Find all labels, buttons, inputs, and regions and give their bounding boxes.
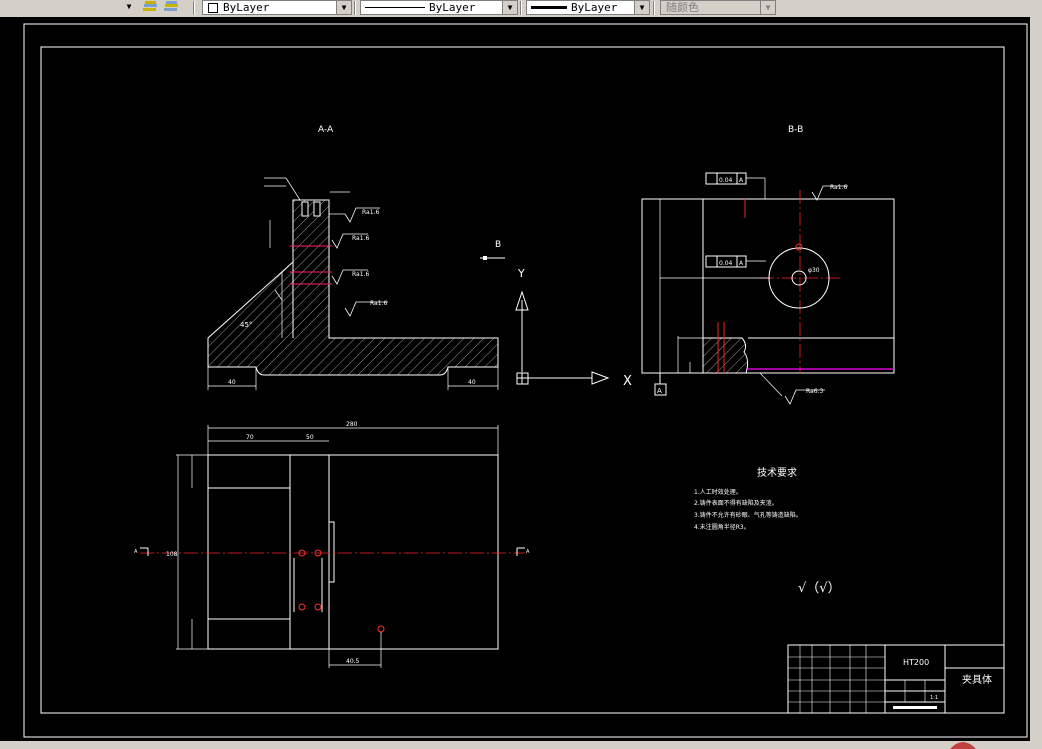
surface-symbol-other: √（√） <box>798 581 841 596</box>
section-bb-outline <box>641 198 895 374</box>
view-marker-a-left: A <box>134 549 138 555</box>
roughness-bb: Ra1.6 <box>830 184 847 191</box>
tech-item-4: 4.未注圆角半径R3。 <box>694 523 750 531</box>
dim-70: 70 <box>246 434 254 441</box>
toolbar-separator <box>520 1 522 15</box>
roughness-bb-bottom: Ra6.3 <box>806 388 823 395</box>
dim-40-left: 40 <box>228 379 236 386</box>
linetype-preview-icon <box>365 7 425 8</box>
linetype-control-combo[interactable]: ByLayer ▼ <box>360 0 518 15</box>
title-material: HT200 <box>903 658 929 667</box>
tech-title: 技术要求 <box>757 466 797 479</box>
section-aa-view: 40 40 45° Ra1.6 Ra1.6 Ra1.6 Ra1.6 <box>207 177 499 390</box>
title-scale: 1:1 <box>930 695 938 701</box>
section-bb-label: B-B <box>788 125 803 135</box>
tolerance-frame-1 <box>705 172 747 185</box>
tolerance-frame-2 <box>705 255 747 268</box>
toolbar-prev-combo-arrow[interactable]: ▼ <box>118 0 136 15</box>
lineweight-preview-icon <box>531 6 567 9</box>
axis-y-label: Y <box>517 267 525 280</box>
linetype-combo-value: ByLayer <box>429 1 476 14</box>
axis-x-label: X <box>623 374 632 389</box>
drawing-canvas[interactable]: A-A B-B 40 40 45° Ra1.6 Ra1.6 Ra1.6 Ra1.… <box>0 17 1030 741</box>
properties-toolbar: ▼ ByLayer ▼ ByLayer ▼ ByLayer ▼ 随颜色 ▼ <box>0 0 1042 18</box>
roughness-2: Ra1.6 <box>352 235 369 242</box>
cad-drawing: A-A B-B 40 40 45° Ra1.6 Ra1.6 Ra1.6 Ra1.… <box>23 23 1028 738</box>
view-marker-b: B <box>495 240 501 250</box>
sheet-inner-border <box>40 46 1005 714</box>
tech-item-2: 2.铸件表面不得有缺陷及夹渣。 <box>694 499 778 507</box>
dim-diameter: φ30 <box>808 267 820 274</box>
plotstyle-combo-value: 随颜色 <box>666 1 699 14</box>
dim-50: 50 <box>306 434 314 441</box>
ucs-icon: B Y X <box>480 240 632 389</box>
section-aa-label: A-A <box>318 125 334 135</box>
title-block: HT200 夹具体 1:1 <box>787 644 1005 714</box>
plan-outline <box>207 454 499 650</box>
status-app-icon <box>950 742 976 749</box>
color-swatch-icon <box>208 3 218 13</box>
color-combo-value: ByLayer <box>223 1 270 14</box>
chevron-down-icon[interactable]: ▼ <box>502 1 517 14</box>
chevron-down-icon[interactable]: ▼ <box>634 1 649 14</box>
chevron-down-icon[interactable]: ▼ <box>760 1 775 14</box>
lineweight-combo-value: ByLayer <box>571 1 618 14</box>
view-marker-a-right: A <box>526 549 530 555</box>
section-aa-hatched-body <box>207 199 499 376</box>
datum-a-bottom: A <box>657 387 662 395</box>
roughness-1: Ra1.6 <box>362 209 379 216</box>
tech-item-3: 3.铸件不允许有砂眼、气孔等铸造缺陷。 <box>694 511 802 519</box>
color-control-combo[interactable]: ByLayer ▼ <box>202 0 352 15</box>
tech-item-1: 1.人工时效处理。 <box>694 488 742 496</box>
lineweight-control-combo[interactable]: ByLayer ▼ <box>526 0 650 15</box>
chevron-down-icon[interactable]: ▼ <box>336 1 351 14</box>
vertical-scrollbar[interactable] <box>1030 17 1042 741</box>
roughness-4: Ra1.6 <box>370 300 387 307</box>
toolbar-separator <box>193 1 195 15</box>
plan-view: 280 70 50 108 40.5 A A <box>134 421 530 668</box>
datum-a-ref-1: A <box>739 177 744 184</box>
roughness-3: Ra1.6 <box>352 271 369 278</box>
technical-requirements: 技术要求 1.人工时效处理。 2.铸件表面不得有缺陷及夹渣。 3.铸件不允许有砂… <box>694 466 841 596</box>
plotstyle-control-combo[interactable]: 随颜色 ▼ <box>660 0 776 15</box>
tolerance-value-1: 0.04 <box>719 177 733 184</box>
tolerance-value-2: 0.04 <box>719 260 733 267</box>
title-name: 夹具体 <box>962 673 992 686</box>
sheet-outer-border <box>23 23 1028 738</box>
angle-45-label: 45° <box>240 321 252 329</box>
section-bb-view: φ30 0.04 A 0.04 A Ra1.6 A Ra6.3 <box>641 172 895 405</box>
toolbar-separator <box>354 1 356 15</box>
datum-a-ref-2: A <box>739 260 744 267</box>
dim-40-right: 40 <box>468 379 476 386</box>
dim-40-5: 40.5 <box>346 658 360 665</box>
dim-total-width: 280 <box>346 421 358 428</box>
horizontal-scrollbar[interactable] <box>0 741 1042 749</box>
layer-previous-icon[interactable] <box>163 0 179 14</box>
dim-height-108: 108 <box>166 551 178 558</box>
layer-states-icon[interactable] <box>142 0 158 14</box>
toolbar-separator <box>653 1 655 15</box>
